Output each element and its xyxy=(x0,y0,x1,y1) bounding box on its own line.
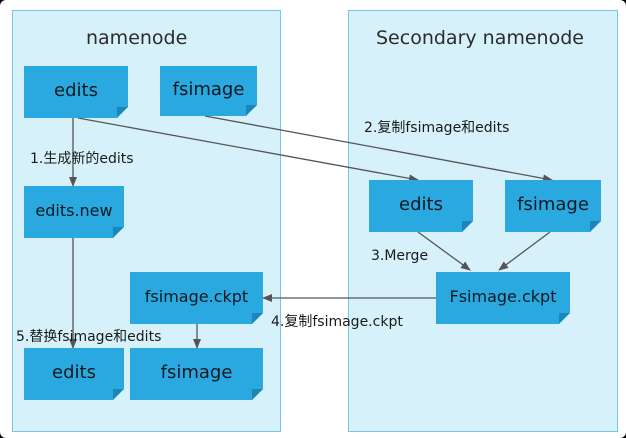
secondary-edits-node: edits xyxy=(369,180,473,232)
fsimage-ckpt-node: fsimage.ckpt xyxy=(130,272,263,324)
step-1-label: 1.生成新的edits xyxy=(30,151,134,167)
step-3-label: 3.Merge xyxy=(371,248,429,264)
secondary-fsimage-ckpt-label: Fsimage.ckpt xyxy=(449,286,557,306)
fsimage-label: fsimage xyxy=(172,78,245,100)
fsimage-ckpt-label: fsimage.ckpt xyxy=(144,286,249,306)
step-5-label: 5.替换fsimage和edits xyxy=(16,329,162,345)
fsimage-replaced-node: fsimage xyxy=(130,348,263,400)
step-4-label: 4.复制fsimage.ckpt xyxy=(271,314,403,330)
edits-replaced-label: edits xyxy=(52,361,96,383)
step-2-label: 2.复制fsimage和edits xyxy=(364,120,510,136)
fsimage-replaced-label: fsimage xyxy=(160,361,233,383)
edits-replaced-node: edits xyxy=(24,348,124,400)
secondary-fsimage-ckpt-node: Fsimage.ckpt xyxy=(436,272,570,324)
secondary-fsimage-node: fsimage xyxy=(505,180,601,232)
edits-label: edits xyxy=(54,79,98,101)
edits-new-node: edits.new xyxy=(24,186,124,238)
fsimage-node: fsimage xyxy=(160,66,257,116)
edits-node: edits xyxy=(24,66,128,118)
secondary-edits-label: edits xyxy=(399,193,443,215)
secondary-namenode-title: Secondary namenode xyxy=(376,27,584,49)
namenode-title: namenode xyxy=(86,27,188,49)
edits-new-label: edits.new xyxy=(35,200,113,220)
secondary-fsimage-label: fsimage xyxy=(517,193,589,215)
